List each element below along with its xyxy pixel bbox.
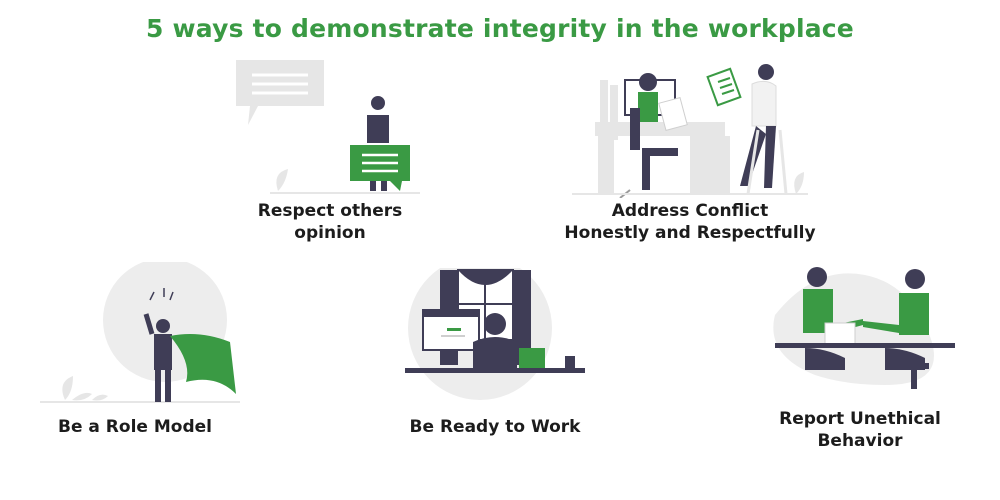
item-address-conflict: Address Conflict Honestly and Respectful… — [560, 60, 820, 245]
caption-respect-opinion: Respect others opinion — [257, 201, 403, 243]
caped-hero-icon — [40, 262, 240, 403]
item-report-unethical: Report Unethical Behavior — [765, 265, 965, 460]
handshake-icon — [773, 267, 955, 389]
caption-ready-to-work: Be Ready to Work — [409, 417, 581, 437]
item-respect-opinion: Respect others opinion — [230, 55, 430, 245]
item-role-model: Be a Role Model — [30, 262, 250, 442]
caption-report-unethical: Report Unethical Behavior — [779, 409, 941, 451]
item-ready-to-work: Be Ready to Work — [395, 268, 595, 443]
caption-address-conflict: Address Conflict Honestly and Respectful… — [564, 201, 816, 243]
caption-role-model: Be a Role Model — [58, 417, 212, 437]
page-title: 5 ways to demonstrate integrity in the w… — [146, 14, 854, 43]
desk-worker-icon — [405, 268, 585, 400]
speech-bubbles-person-icon — [236, 60, 420, 194]
office-discussion-icon — [572, 64, 808, 198]
